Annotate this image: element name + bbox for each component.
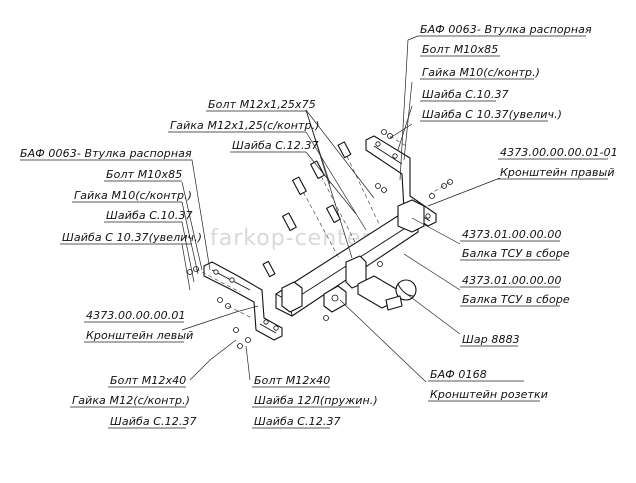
label-balka-2: Балка ТСУ в сборе [462, 293, 570, 306]
label-baf0063-right: БАФ 0063- Втулка распорная [420, 23, 592, 36]
label-kronshtein-rozetki: Кронштейн розетки [430, 388, 548, 401]
label-kronshtein-levyi: Кронштейн левый [86, 329, 193, 342]
leader-lines [181, 35, 501, 383]
label-gaika-m10-left: Гайка М10(с/контр.) [74, 189, 192, 202]
label-kronshtein-levyi-code: 4373.00.00.00.01 [86, 309, 186, 322]
label-underlines [20, 35, 608, 429]
label-shaiba-c1237-top: Шайба С.12.37 [232, 139, 319, 152]
label-balka-1: Балка ТСУ в сборе [462, 247, 570, 260]
label-bolt-m10x85-left: Болт М10х85 [106, 168, 182, 181]
labels: БАФ 0063- Втулка распорная Болт М10х85 Г… [20, 23, 618, 428]
fasteners [187, 129, 453, 349]
label-bolt-m10x85-right: Болт М10х85 [422, 43, 498, 56]
label-baf0063-left: БАФ 0063- Втулка распорная [20, 147, 192, 160]
label-shaiba-c1037-right: Шайба С.10.37 [422, 88, 509, 101]
label-kronshtein-pravyi: Кронштейн правый [500, 166, 615, 179]
label-gaika-m12x125: Гайка М12х1,25(с/контр.) [170, 119, 320, 132]
label-bolt-m12x125x75: Болт М12х1,25х75 [208, 98, 316, 111]
label-bolt-m12x40-mid: Болт М12х40 [254, 374, 330, 387]
label-shaiba-c1237-mid: Шайба С.12.37 [254, 415, 341, 428]
left-bracket [203, 261, 283, 341]
label-kronshtein-pravyi-code: 4373.00.00.00.01-01 [500, 146, 618, 159]
socket-bracket [323, 285, 347, 313]
label-shaiba-c1237-left: Шайба С.12.37 [110, 415, 197, 428]
label-balka-code-2: 4373.01.00.00.00 [462, 274, 562, 287]
label-gaika-m10-right: Гайка М10(с/контр.) [422, 66, 540, 79]
label-shaiba-c1037uv-right: Шайба С 10.37(увелич.) [422, 108, 562, 121]
label-baf0168: БАФ 0168 [430, 368, 487, 381]
hitch-beam [275, 199, 425, 317]
label-shaiba-12l: Шайба 12Л(пружин.) [254, 394, 378, 407]
label-shaiba-c1037-left: Шайба С.10.37 [106, 209, 193, 222]
label-balka-code-1: 4373.01.00.00.00 [462, 228, 562, 241]
bolts-m12x125 [262, 141, 381, 278]
label-shar: Шар 8883 [462, 333, 520, 346]
label-bolt-m12x40-left: Болт М12х40 [110, 374, 186, 387]
tow-ball-mount [357, 275, 417, 311]
label-shaiba-c1037uv-left: Шайба С 10.37(увелич.) [62, 231, 202, 244]
label-gaika-m12-left: Гайка М12(с/контр.) [72, 394, 190, 407]
